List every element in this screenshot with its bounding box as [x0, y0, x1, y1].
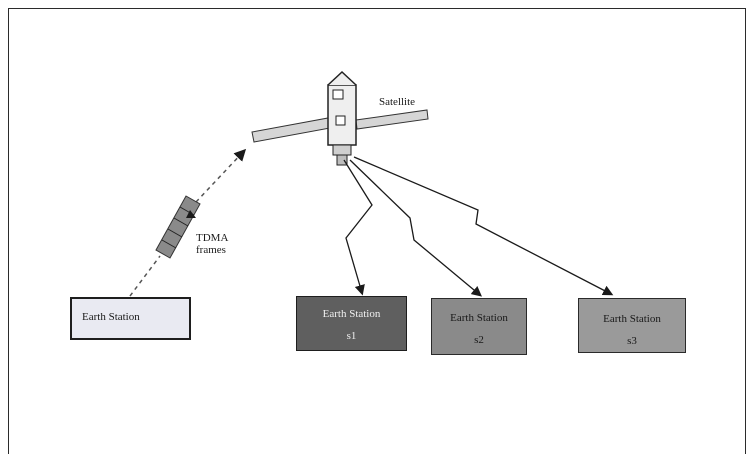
satellite-icon [252, 72, 428, 165]
tdma-label-line1: TDMA [196, 232, 228, 244]
downlink-s1 [344, 160, 372, 293]
station-s1-label: Earth Station [323, 308, 381, 320]
tdma-frames-label: TDMA frames [196, 232, 228, 256]
tdma-label-line2: frames [196, 244, 226, 256]
downlink-s2 [350, 160, 480, 295]
earth-station-s1: Earth Station s1 [296, 296, 407, 351]
satellite-label: Satellite [379, 96, 415, 108]
station-s3-label: Earth Station [603, 313, 661, 325]
earth-station-s2: Earth Station s2 [431, 298, 527, 355]
tdma-frames-icon [156, 196, 200, 258]
station-s2-label: Earth Station [450, 312, 508, 324]
station-s2-number: s2 [432, 334, 526, 346]
station-s1-number: s1 [297, 330, 406, 342]
downlink-s3 [354, 157, 611, 294]
source-station-label: Earth Station [82, 311, 140, 323]
earth-station-s3: Earth Station s3 [578, 298, 686, 353]
station-s3-number: s3 [579, 335, 685, 347]
source-earth-station: Earth Station [70, 297, 191, 340]
